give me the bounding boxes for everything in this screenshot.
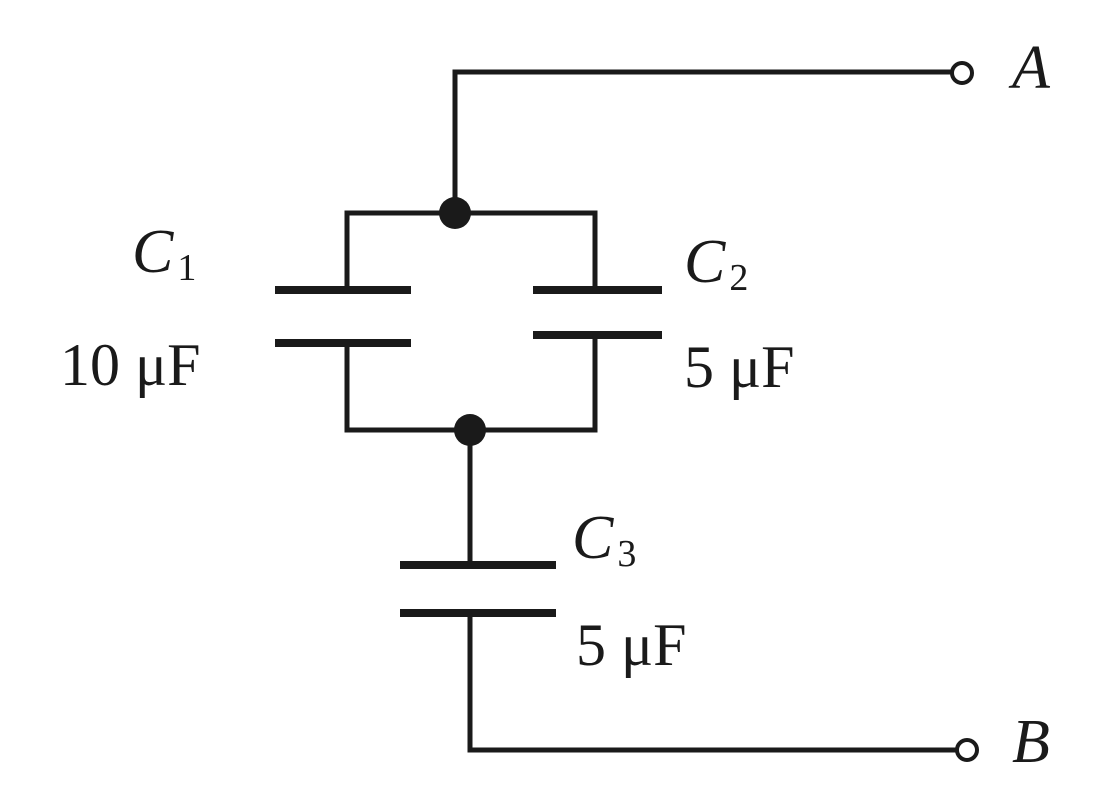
wire-a-to-top-junction [452, 69, 955, 216]
c2-symbol: C [684, 228, 726, 296]
bottom-junction-dot [454, 414, 486, 446]
c1-value-label: 10 μF [60, 332, 201, 398]
c2-value-label: 5 μF [684, 334, 795, 400]
wire-top-rail [344, 210, 598, 293]
terminal-a-node [950, 61, 974, 85]
terminal-a-label: A [1008, 34, 1051, 102]
c1-symbol: C [132, 218, 174, 286]
c3-symbol: C [572, 504, 614, 572]
c3-subscript: 3 [617, 533, 636, 575]
terminal-b-node [955, 738, 979, 762]
c1-subscript: 1 [177, 247, 196, 289]
wire-c3-to-b [467, 610, 958, 753]
top-junction-dot [439, 197, 471, 229]
c3-value-label: 5 μF [576, 612, 687, 678]
c2-subscript: 2 [729, 257, 748, 299]
terminal-b-label: B [1012, 708, 1050, 776]
